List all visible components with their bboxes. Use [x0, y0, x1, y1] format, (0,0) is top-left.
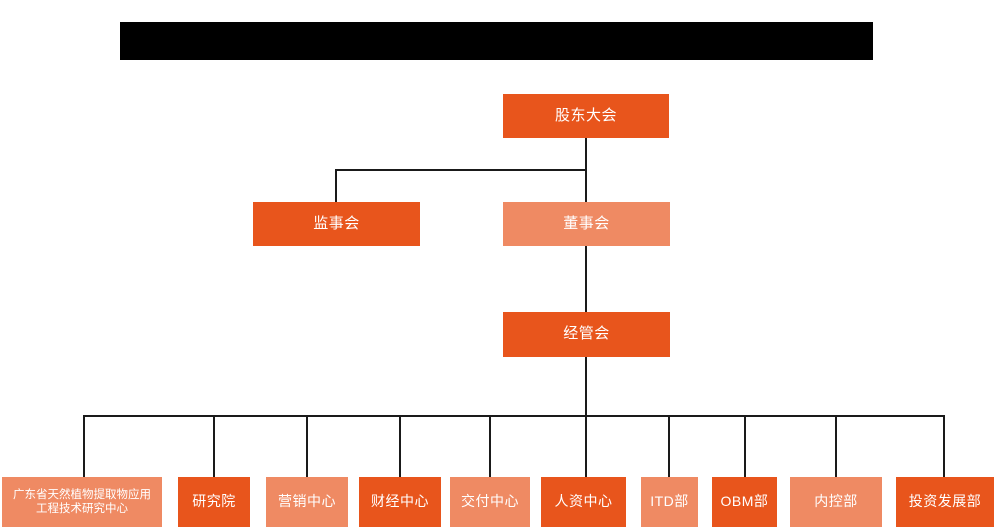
connector-shareholders-down: [585, 138, 587, 170]
connector-drop-hr: [585, 415, 587, 477]
node-shareholders-label: 股东大会: [554, 106, 617, 124]
node-institute[interactable]: 研究院: [178, 477, 250, 527]
connector-level4-bus: [83, 415, 944, 417]
connector-supervisors-down: [335, 169, 337, 202]
connector-drop-internal-control: [835, 415, 837, 477]
connector-drop-research-center: [83, 415, 85, 477]
connector-drop-obm: [744, 415, 746, 477]
node-marketing-label: 营销中心: [278, 493, 336, 510]
node-investment[interactable]: 投资发展部: [896, 477, 994, 527]
node-hr[interactable]: 人资中心: [541, 477, 626, 527]
node-board[interactable]: 董事会: [503, 202, 670, 246]
node-supervisors-label: 监事会: [313, 214, 360, 232]
node-board-label: 董事会: [563, 214, 610, 232]
node-itd[interactable]: ITD部: [641, 477, 698, 527]
connector-management-down: [585, 357, 587, 416]
connector-drop-investment: [943, 415, 945, 477]
node-hr-label: 人资中心: [554, 493, 613, 510]
node-shareholders[interactable]: 股东大会: [503, 94, 669, 138]
node-internal-control-label: 内控部: [814, 493, 858, 510]
node-obm[interactable]: OBM部: [712, 477, 777, 527]
node-research-center[interactable]: 广东省天然植物提取物应用 工程技术研究中心: [2, 477, 162, 527]
node-delivery[interactable]: 交付中心: [450, 477, 530, 527]
connector-drop-finance: [399, 415, 401, 477]
connector-drop-itd: [668, 415, 670, 477]
connector-drop-marketing: [306, 415, 308, 477]
connector-level2-bus: [335, 169, 587, 171]
node-delivery-label: 交付中心: [461, 493, 519, 510]
title-banner: [120, 22, 873, 60]
node-obm-label: OBM部: [720, 493, 769, 510]
node-finance[interactable]: 财经中心: [359, 477, 441, 527]
node-management-label: 经管会: [563, 325, 610, 343]
node-management[interactable]: 经管会: [503, 312, 670, 357]
connector-drop-institute: [213, 415, 215, 477]
connector-board-down: [585, 169, 587, 202]
node-institute-label: 研究院: [192, 493, 236, 510]
connector-drop-delivery: [489, 415, 491, 477]
node-supervisors[interactable]: 监事会: [253, 202, 420, 246]
node-marketing[interactable]: 营销中心: [266, 477, 348, 527]
node-investment-label: 投资发展部: [908, 493, 982, 510]
node-finance-label: 财经中心: [371, 493, 429, 510]
node-internal-control[interactable]: 内控部: [790, 477, 882, 527]
node-research-center-label: 广东省天然植物提取物应用 工程技术研究中心: [13, 488, 151, 515]
node-itd-label: ITD部: [650, 493, 689, 510]
connector-board-management: [585, 241, 587, 312]
